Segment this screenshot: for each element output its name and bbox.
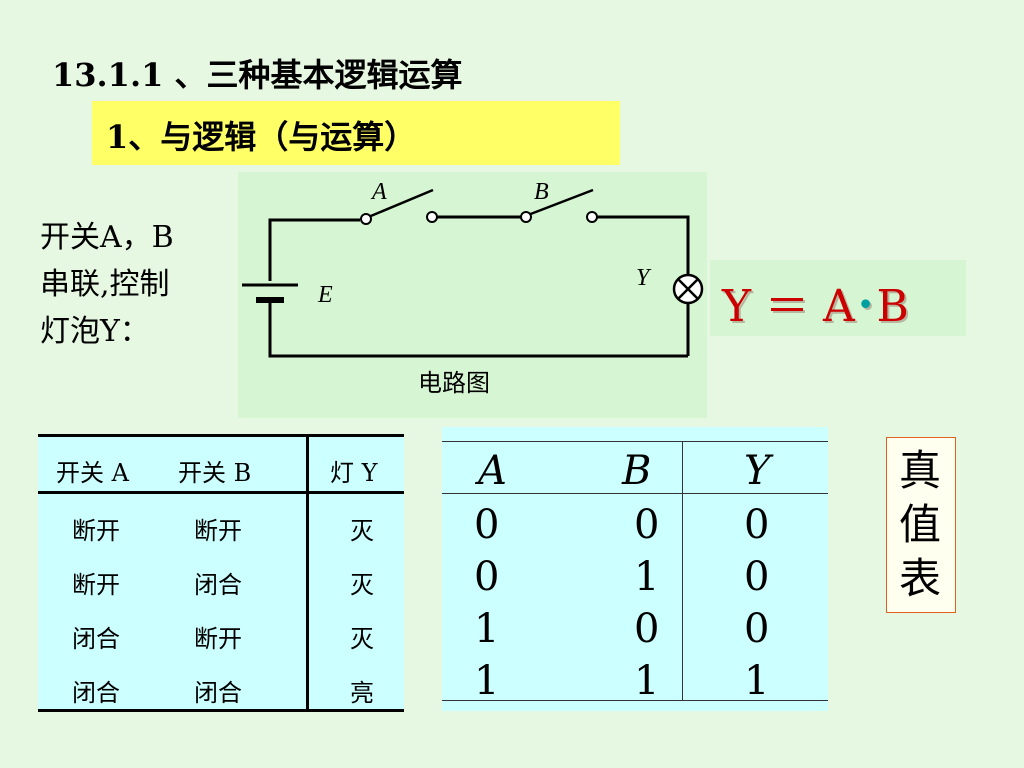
table-cell: 闭合 bbox=[72, 625, 120, 653]
truth-table-cell: 1 bbox=[474, 658, 500, 704]
circuit-panel bbox=[238, 172, 707, 418]
truth-table-cell: 0 bbox=[744, 502, 770, 548]
lamp-label: Y bbox=[636, 265, 652, 291]
table-header-cell: 开关 B bbox=[178, 459, 252, 487]
circuit-wire-bottom bbox=[268, 303, 688, 358]
truth-table-header-cell: A bbox=[478, 448, 507, 494]
truth-table-cell: 0 bbox=[744, 554, 770, 600]
table-cell: 灭 bbox=[350, 571, 374, 599]
table-header-divider bbox=[38, 491, 404, 494]
table-column-divider bbox=[306, 437, 309, 709]
truth-table-cell: 1 bbox=[744, 658, 770, 704]
truth-table-label-box bbox=[886, 437, 956, 613]
switch-a-contact-right bbox=[426, 211, 438, 223]
description-line-2: 串联,控制 bbox=[40, 267, 170, 302]
switch-a-contact-left bbox=[360, 213, 372, 225]
switch-b-label: B bbox=[534, 179, 549, 205]
table-cell: 断开 bbox=[194, 517, 242, 545]
truth-table-cell: 0 bbox=[474, 502, 500, 548]
table-cell: 亮 bbox=[350, 679, 374, 707]
description-line-1: 开关A，B bbox=[40, 220, 174, 255]
table-cell: 断开 bbox=[72, 517, 120, 545]
circuit-wire-right bbox=[596, 215, 690, 276]
table-cell: 断开 bbox=[72, 571, 120, 599]
truth-table-cell: 1 bbox=[634, 554, 660, 600]
truth-table-cell: 0 bbox=[634, 606, 660, 652]
truth-table: A B Y 0 0 0 0 1 0 1 0 0 1 1 1 bbox=[442, 427, 828, 711]
switch-b-blade bbox=[527, 188, 594, 217]
switch-b-contact-right bbox=[586, 211, 598, 223]
truth-table-column-divider bbox=[682, 441, 683, 700]
switch-b-contact-left bbox=[520, 211, 532, 223]
description-line-3: 灯泡Y： bbox=[40, 314, 150, 349]
table-cell: 闭合 bbox=[194, 571, 242, 599]
battery-label: E bbox=[317, 282, 333, 308]
switch-a-blade bbox=[365, 188, 434, 220]
table-cell: 断开 bbox=[194, 625, 242, 653]
subtitle-highlight bbox=[92, 101, 620, 165]
truth-table-cell: 0 bbox=[744, 606, 770, 652]
table-cell: 灭 bbox=[350, 625, 374, 653]
truth-table-top-rule bbox=[442, 441, 828, 442]
circuit-wire-left bbox=[268, 218, 360, 281]
formula-panel bbox=[710, 260, 966, 336]
truth-table-header-cell: B bbox=[622, 448, 652, 494]
truth-table-cell: 1 bbox=[634, 658, 660, 704]
switch-a-label: A bbox=[370, 179, 387, 205]
table-cell: 闭合 bbox=[72, 679, 120, 707]
truth-table-header-rule bbox=[442, 493, 828, 494]
lamp-icon bbox=[672, 273, 704, 305]
slide-title: 13.1.1 、三种基本逻辑运算 bbox=[52, 56, 463, 94]
truth-table-label-char: 表 bbox=[899, 554, 942, 603]
formula-dot: • bbox=[856, 288, 875, 323]
table-cell: 灭 bbox=[350, 517, 374, 545]
truth-table-cell: 1 bbox=[474, 606, 500, 652]
truth-table-bottom-rule bbox=[442, 700, 828, 701]
circuit-diagram: A B E Y 电路图 bbox=[242, 179, 704, 397]
truth-table-header-cell: Y bbox=[744, 448, 771, 494]
truth-table-cell: 0 bbox=[634, 502, 660, 548]
table-header-cell: 灯 Y bbox=[330, 459, 378, 487]
circuit-caption: 电路图 bbox=[418, 369, 490, 397]
table-header-cell: 开关 A bbox=[56, 459, 129, 487]
truth-table-cell: 0 bbox=[474, 554, 500, 600]
truth-table-label-char: 值 bbox=[899, 500, 942, 549]
formula: Y ＝ A•B bbox=[722, 270, 909, 334]
formula-right: B bbox=[876, 281, 909, 332]
table-cell: 闭合 bbox=[194, 679, 242, 707]
switch-state-table: 开关 A 开关 B 灯 Y 断开 断开 灭 断开 闭合 灭 闭合 断开 灭 闭合… bbox=[38, 434, 404, 712]
truth-table-label-char: 真 bbox=[899, 446, 942, 495]
slide-subtitle: 1、与逻辑（与运算） bbox=[106, 118, 417, 156]
formula-left: Y ＝ A bbox=[722, 281, 855, 332]
